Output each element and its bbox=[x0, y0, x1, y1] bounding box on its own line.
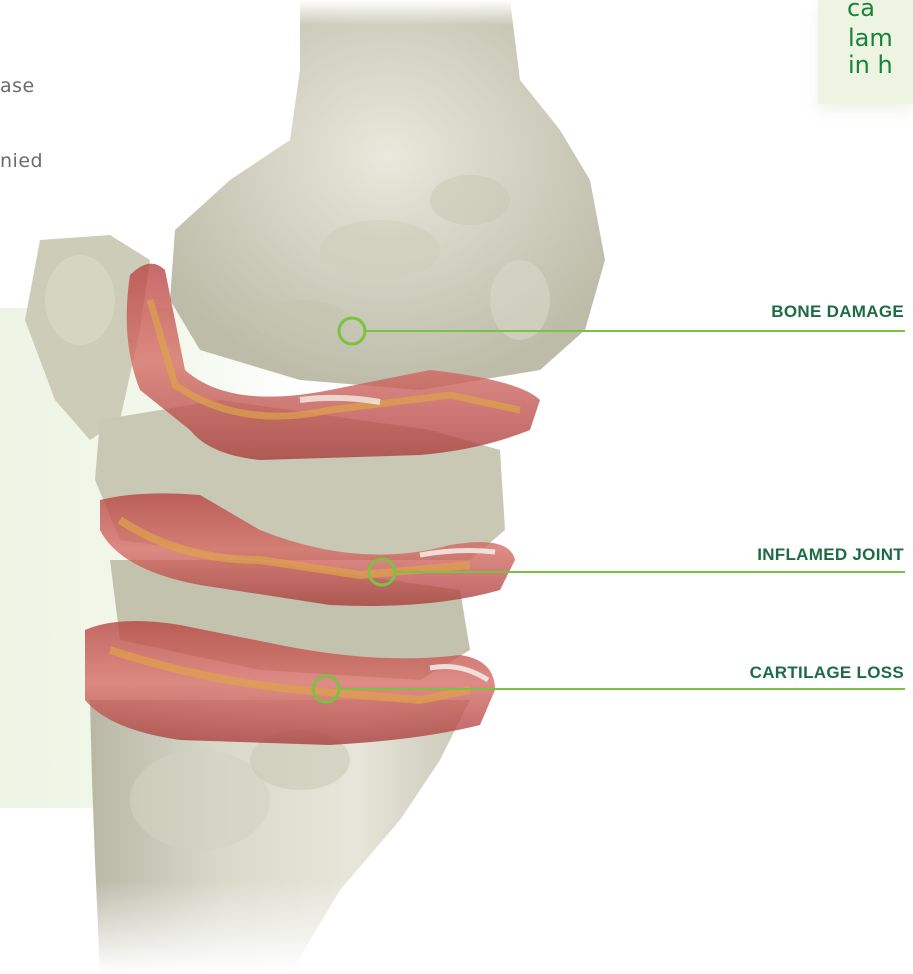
bone-damage-label: BONE DAMAGE bbox=[771, 302, 904, 322]
inflamed-joint-label: INFLAMED JOINT bbox=[757, 545, 904, 565]
cartilage-loss-label: CARTILAGE LOSS bbox=[750, 663, 904, 683]
